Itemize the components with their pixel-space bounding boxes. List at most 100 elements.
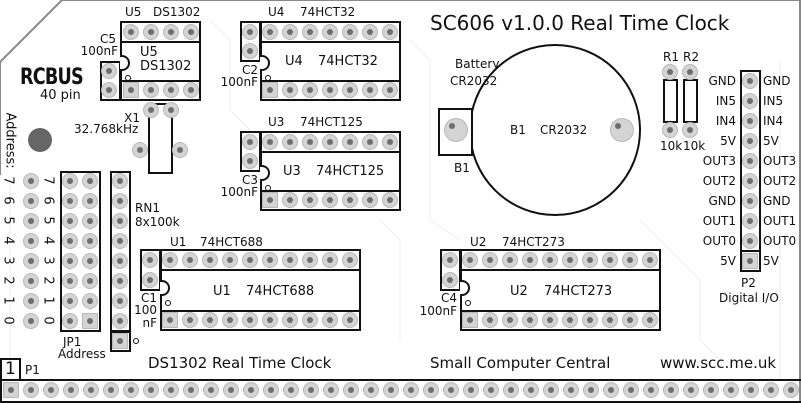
u1-ref: U1 xyxy=(170,235,187,249)
u4-pad xyxy=(282,24,298,40)
p1-pad xyxy=(583,382,599,398)
p2-pad xyxy=(742,213,758,229)
p2-pad xyxy=(742,93,758,109)
p2-pin-label: 5V xyxy=(720,134,736,148)
p2-pad xyxy=(742,153,758,169)
c5-value: 100nF xyxy=(80,44,118,58)
u3-pinrow xyxy=(260,190,401,211)
r1-ref: R1 xyxy=(663,50,679,64)
p2-desc: Digital I/O xyxy=(719,291,779,305)
c3-ref: C3 xyxy=(241,173,258,187)
u4-pad xyxy=(262,82,278,98)
battery-label: Battery xyxy=(455,57,500,71)
jp1-pad xyxy=(62,193,78,209)
c2-ref: C2 xyxy=(241,63,258,77)
battery-pad xyxy=(444,118,468,142)
footer-board-name: DS1302 Real Time Clock xyxy=(148,354,332,372)
u1-pad xyxy=(322,252,338,268)
u1-pad xyxy=(182,312,198,328)
p1-pad xyxy=(743,382,759,398)
p1-pad xyxy=(663,382,679,398)
p1-pad xyxy=(103,382,119,398)
c1-outline xyxy=(140,249,161,291)
address-pad xyxy=(23,213,39,229)
u1-pad xyxy=(242,252,258,268)
resistor-pad xyxy=(662,64,678,80)
u1-pad xyxy=(162,312,178,328)
rn1-pad xyxy=(112,193,128,209)
u1-pad xyxy=(342,312,358,328)
capacitor-pad xyxy=(242,134,258,150)
p1-pad xyxy=(163,382,179,398)
u5-pad xyxy=(143,82,159,98)
u1-notch xyxy=(160,280,170,296)
p1-pad xyxy=(483,382,499,398)
p2-pin-label: IN5 xyxy=(715,94,736,108)
resistor-pad xyxy=(662,122,678,138)
jp1-pad xyxy=(82,173,98,189)
address-digit: 2 xyxy=(40,276,56,285)
u3-pad xyxy=(262,134,278,150)
jp1-outline xyxy=(60,171,101,332)
jp1-pad xyxy=(62,313,78,329)
jp1-pad xyxy=(62,233,78,249)
u1-pad xyxy=(302,312,318,328)
rn1-pad xyxy=(112,233,128,249)
p1-pad xyxy=(603,382,619,398)
address-pad xyxy=(23,293,39,309)
p1-pad xyxy=(303,382,319,398)
address-digit: 5 xyxy=(0,216,16,225)
jp1-ref: JP1 xyxy=(63,335,82,349)
u5-pad xyxy=(183,82,199,98)
u2-pad xyxy=(522,312,538,328)
p2-pad xyxy=(742,113,758,129)
u4-ref: U4 xyxy=(268,5,285,19)
p1-pad xyxy=(383,382,399,398)
p1-pad xyxy=(343,382,359,398)
capacitor-pad xyxy=(442,252,458,268)
p2-pin-label: OUT1 xyxy=(763,214,797,228)
c3-outline xyxy=(240,131,261,172)
p1-pad xyxy=(243,382,259,398)
p2-pin-label: GND xyxy=(763,74,791,88)
u3-pad xyxy=(342,134,358,150)
u4-body-part: 74HCT32 xyxy=(318,54,378,69)
c5-ref: C5 xyxy=(99,32,116,46)
rn1-pad xyxy=(112,213,128,229)
p2-pin-label: OUT0 xyxy=(763,234,797,248)
jp1-pad xyxy=(62,293,78,309)
u2-pad xyxy=(622,312,638,328)
rn1-pad xyxy=(112,333,128,349)
u1-pad xyxy=(222,252,238,268)
p1-pad xyxy=(43,382,59,398)
address-digit: 4 xyxy=(0,236,16,245)
c2-value: 100nF xyxy=(220,75,258,89)
p1-pad xyxy=(3,382,19,398)
board-title: SC606 v1.0.0 Real Time Clock xyxy=(430,11,730,35)
p2-pin-label: 5V xyxy=(763,134,779,148)
jp1-desc: Address xyxy=(58,347,106,361)
address-digit: 1 xyxy=(0,296,16,305)
battery-type: CR2032 xyxy=(450,74,498,88)
p1-pad xyxy=(223,382,239,398)
u4-part: 74HCT32 xyxy=(300,5,356,19)
u1-pad xyxy=(222,312,238,328)
rn1-pad xyxy=(112,253,128,269)
u4-body-ref: U4 xyxy=(285,54,303,69)
u4-pad xyxy=(342,24,358,40)
u1-pad xyxy=(202,252,218,268)
jp1-pad xyxy=(82,233,98,249)
p1-ref: P1 xyxy=(25,363,40,377)
p1-pin1-label: 1 xyxy=(5,359,16,379)
u4-pad xyxy=(322,82,338,98)
pin1-marker xyxy=(165,300,171,306)
u2-part: 74HCT273 xyxy=(502,235,565,249)
p2-pin-label: 5V xyxy=(720,254,736,268)
c1-value: 100 xyxy=(134,303,157,317)
jp1-pad xyxy=(82,293,98,309)
u2-ref: U2 xyxy=(470,235,487,249)
p1-pad xyxy=(543,382,559,398)
u3-ref: U3 xyxy=(268,115,285,129)
u3-pad xyxy=(282,192,298,208)
u2-pad xyxy=(542,312,558,328)
